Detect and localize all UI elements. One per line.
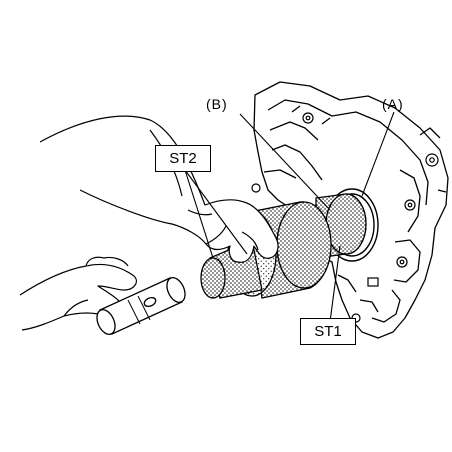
- a-leader: [361, 111, 395, 197]
- b-callout-label: (B): [206, 96, 228, 112]
- st1-leader: [329, 245, 341, 323]
- b-leader: [239, 113, 331, 211]
- st1-label: ST1: [300, 318, 356, 345]
- st2-leader-1: [184, 169, 214, 259]
- leader-lines: [184, 111, 395, 323]
- a-callout-label: (A): [382, 96, 404, 112]
- st2-leader-2: [184, 169, 248, 255]
- st2-label: ST2: [155, 145, 211, 172]
- right-hand: [39, 115, 279, 263]
- adapter-cylinder: [96, 277, 186, 335]
